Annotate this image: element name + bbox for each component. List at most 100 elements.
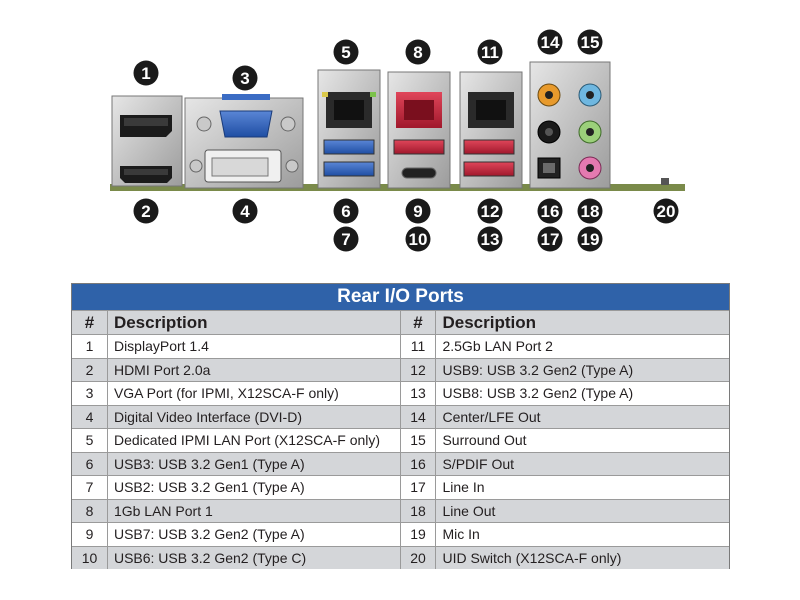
callout-number: 8 [413,43,422,62]
port-description: USB3: USB 3.2 Gen1 (Type A) [107,451,401,475]
callout-marker [577,29,603,55]
callout-number: 12 [481,202,500,221]
callout-7: 7 [333,226,359,252]
port-description: 1Gb LAN Port 1 [107,498,401,522]
port-number: 18 [400,498,437,522]
callout-18: 18 [577,198,603,224]
callout-number: 6 [341,202,350,221]
callout-1: 1 [133,60,159,86]
header-num-left: # [72,310,108,334]
port-number: 7 [72,475,108,499]
port-description: HDMI Port 2.0a [107,357,401,381]
callout-marker [405,198,431,224]
port-description: USB8: USB 3.2 Gen2 (Type A) [436,381,730,405]
port-number: 12 [400,357,437,381]
callout-17: 17 [537,226,563,252]
callout-number: 11 [481,43,499,62]
callout-marker [232,65,258,91]
header-num-right: # [400,310,437,334]
port-number: 11 [400,334,437,358]
callout-marker [405,39,431,65]
callout-marker [537,226,563,252]
lan1-usb-stack [387,71,451,189]
callout-number: 3 [240,69,249,88]
callout-19: 19 [577,226,603,252]
table-title: Rear I/O Ports [72,284,729,310]
port-description: VGA Port (for IPMI, X12SCA-F only) [107,381,401,405]
audio-stack [529,61,611,189]
callout-10: 10 [405,226,431,252]
callout-marker [133,198,159,224]
callout-marker [653,198,679,224]
port-description: Digital Video Interface (DVI-D) [107,404,401,428]
callout-9: 9 [405,198,431,224]
port-description: DisplayPort 1.4 [107,334,401,358]
callout-number: 14 [541,33,560,52]
port-number: 4 [72,404,108,428]
callout-number: 19 [581,230,600,249]
header-desc-left: Description [107,310,401,334]
callout-marker [232,198,258,224]
callout-20: 20 [653,198,679,224]
port-description: Line In [436,475,730,499]
port-number: 1 [72,334,108,358]
callout-marker [537,198,563,224]
vga-dvi-stack [184,94,304,189]
callout-marker [333,198,359,224]
callout-11: 11 [477,39,503,65]
callout-number: 4 [240,202,250,221]
port-description: USB9: USB 3.2 Gen2 (Type A) [436,357,730,382]
callout-number: 20 [657,202,676,221]
port-number: 6 [72,451,108,475]
port-description: S/PDIF Out [436,451,730,476]
callout-marker [577,226,603,252]
port-description: 2.5Gb LAN Port 2 [436,334,730,358]
table-header-row: # Description # Description [72,310,730,334]
callout-15: 15 [577,29,603,55]
callout-4: 4 [232,198,258,224]
callout-number: 17 [541,230,560,249]
lan2-usb-stack [459,71,523,189]
callout-14: 14 [537,29,563,55]
port-description: USB7: USB 3.2 Gen2 (Type A) [107,522,401,546]
callout-number: 15 [581,33,600,52]
port-description: Surround Out [436,428,730,452]
callout-number: 16 [541,202,560,221]
callout-3: 3 [232,65,258,91]
callout-number: 13 [481,230,500,249]
callout-marker [133,60,159,86]
port-number: 15 [400,428,437,452]
port-description: UID Switch (X12SCA-F only) [436,545,730,570]
port-description: USB2: USB 3.2 Gen1 (Type A) [107,475,401,499]
callout-number: 10 [409,230,428,249]
callout-marker [333,39,359,65]
port-description: Dedicated IPMI LAN Port (X12SCA-F only) [107,428,401,452]
callout-marker [405,226,431,252]
callout-number: 7 [341,230,350,249]
rear-io-ports-table: Rear I/O Ports # Description # Descripti… [71,283,730,569]
header-desc-right: Description [436,310,730,334]
port-description: Mic In [436,522,730,546]
callout-number: 1 [141,64,150,83]
callout-number: 2 [141,202,150,221]
callout-number: 5 [341,43,350,62]
callout-marker [477,198,503,224]
port-number: 3 [72,381,108,405]
callout-5: 5 [333,39,359,65]
callout-number: 9 [413,202,422,221]
port-number: 2 [72,357,108,381]
port-number: 20 [400,545,437,569]
callout-marker [577,198,603,224]
port-description: USB6: USB 3.2 Gen2 (Type C) [107,545,401,569]
